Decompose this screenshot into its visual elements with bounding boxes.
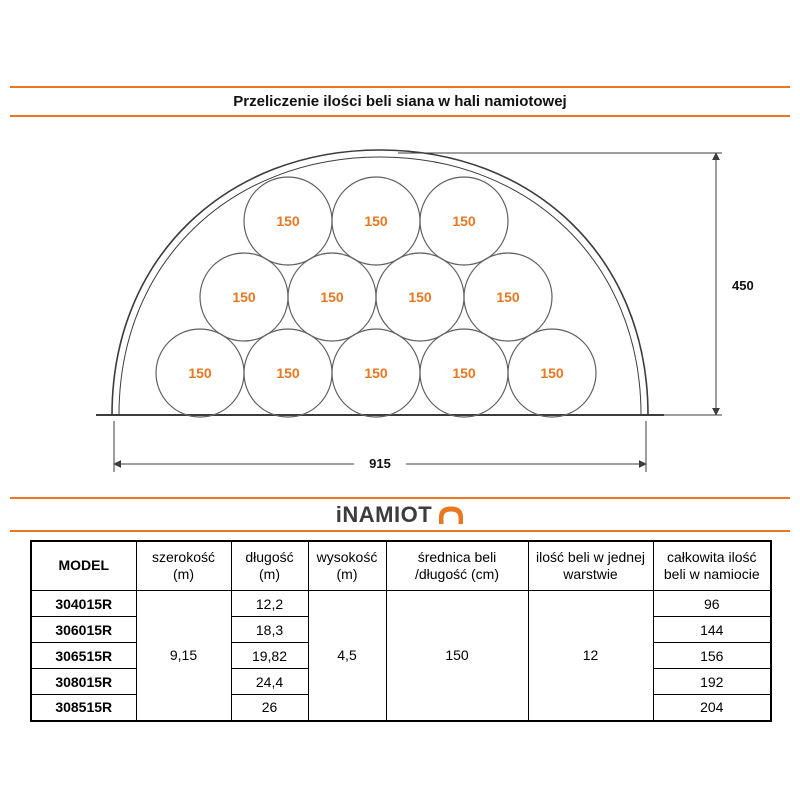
length-cell: 19,82 bbox=[230, 642, 309, 669]
model-cell: 308515R bbox=[30, 694, 137, 721]
col-header-height: wysokość (m) bbox=[307, 540, 387, 591]
tent-cross-section-diagram: 150 150 150 150 150 150 150 150 150 150 … bbox=[96, 149, 754, 473]
total-bales-cell: 156 bbox=[652, 642, 772, 669]
bale-label: 150 bbox=[276, 213, 300, 229]
col-header-length: długość (m) bbox=[230, 540, 309, 591]
width-cell: 9,15 bbox=[135, 590, 232, 721]
bale-label: 150 bbox=[452, 213, 476, 229]
bale-label: 150 bbox=[452, 365, 476, 381]
title-band: Przeliczenie ilości beli siana w hali na… bbox=[10, 86, 790, 117]
bale-label: 150 bbox=[364, 365, 388, 381]
col-header-bale-diameter: średnica beli /długość (cm) bbox=[385, 540, 529, 591]
table-row: 306015R 18,3 144 bbox=[30, 616, 772, 643]
bales-per-layer-cell: 12 bbox=[527, 590, 654, 721]
bale-label: 150 bbox=[496, 289, 520, 305]
page-title: Przeliczenie ilości beli siana w hali na… bbox=[233, 93, 567, 110]
col-header-total-bales: całkowita ilość beli w namiocie bbox=[652, 540, 772, 591]
bale-label: 150 bbox=[320, 289, 344, 305]
hay-bale bbox=[463, 252, 553, 342]
tent-arch bbox=[96, 149, 664, 416]
hay-bale bbox=[419, 176, 509, 266]
model-cell: 308015R bbox=[30, 668, 137, 695]
table-row: 304015R 9,15 12,2 4,5 150 12 96 bbox=[30, 590, 772, 721]
model-cell: 304015R bbox=[30, 590, 137, 617]
col-header-bales-per-layer: ilość beli w jednej warstwie bbox=[527, 540, 654, 591]
table-row: 308515R 26 204 bbox=[30, 694, 772, 721]
dimension-lines bbox=[113, 152, 722, 472]
model-cell: 306015R bbox=[30, 616, 137, 643]
logo-band: iNAMIOT bbox=[10, 497, 790, 532]
height-dimension-label: 450 bbox=[732, 278, 754, 293]
brand-logo-text: iNAMIOT bbox=[335, 501, 433, 527]
bale-labels: 150 150 150 150 150 150 150 150 150 150 … bbox=[188, 213, 564, 381]
total-bales-cell: 204 bbox=[652, 694, 772, 721]
length-cell: 26 bbox=[230, 694, 309, 721]
total-bales-cell: 144 bbox=[652, 616, 772, 643]
spec-table: MODEL szerokość (m) długość (m) wysokość… bbox=[30, 540, 772, 722]
bale-label: 150 bbox=[188, 365, 212, 381]
length-cell: 12,2 bbox=[230, 590, 309, 617]
tent-logo-icon bbox=[439, 506, 464, 524]
model-cell: 306515R bbox=[30, 642, 137, 669]
col-header-model: MODEL bbox=[30, 540, 137, 591]
hay-bale bbox=[507, 328, 597, 418]
hay-bales bbox=[155, 176, 597, 418]
bale-label: 150 bbox=[540, 365, 564, 381]
span-label-background bbox=[354, 454, 406, 473]
bale-label: 150 bbox=[232, 289, 256, 305]
bale-label: 150 bbox=[364, 213, 388, 229]
table-header-row: MODEL szerokość (m) długość (m) wysokość… bbox=[30, 540, 772, 591]
total-bales-cell: 96 bbox=[652, 590, 772, 617]
span-dimension-label: 915 bbox=[369, 456, 391, 471]
length-cell: 24,4 bbox=[230, 668, 309, 695]
bale-label: 150 bbox=[408, 289, 432, 305]
col-header-width: szerokość (m) bbox=[135, 540, 232, 591]
bale-label: 150 bbox=[276, 365, 300, 381]
height-cell: 4,5 bbox=[307, 590, 387, 721]
total-bales-cell: 192 bbox=[652, 668, 772, 695]
bale-diameter-cell: 150 bbox=[385, 590, 529, 721]
table-row: 306515R 19,82 156 bbox=[30, 642, 772, 669]
arch-outer-line bbox=[111, 149, 649, 416]
length-cell: 18,3 bbox=[230, 616, 309, 643]
arch-inner-line bbox=[118, 156, 642, 416]
